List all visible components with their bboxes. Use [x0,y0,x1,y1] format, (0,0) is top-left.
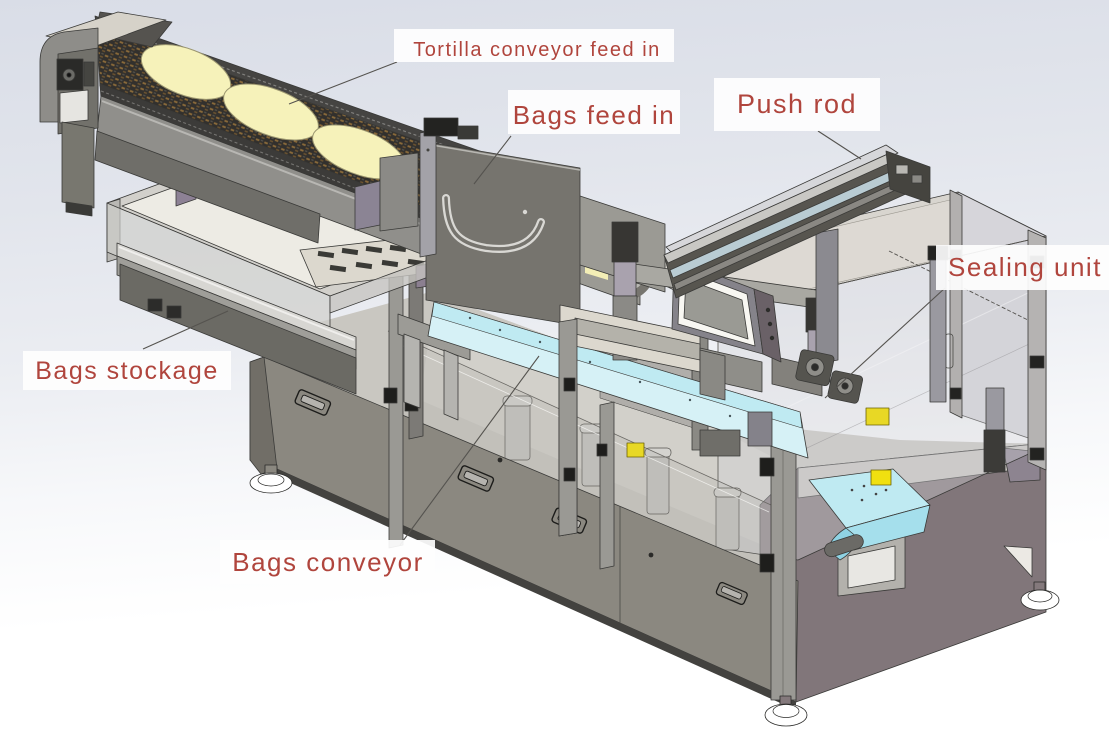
svg-text:Tortilla conveyor feed in: Tortilla conveyor feed in [413,39,661,61]
svg-text:Bags stockage: Bags stockage [35,357,219,385]
svg-text:Push rod: Push rod [737,89,857,119]
svg-text:Sealing unit: Sealing unit [948,252,1102,282]
svg-text:Bags feed in: Bags feed in [513,100,676,130]
svg-text:Bags conveyor: Bags conveyor [232,547,423,577]
